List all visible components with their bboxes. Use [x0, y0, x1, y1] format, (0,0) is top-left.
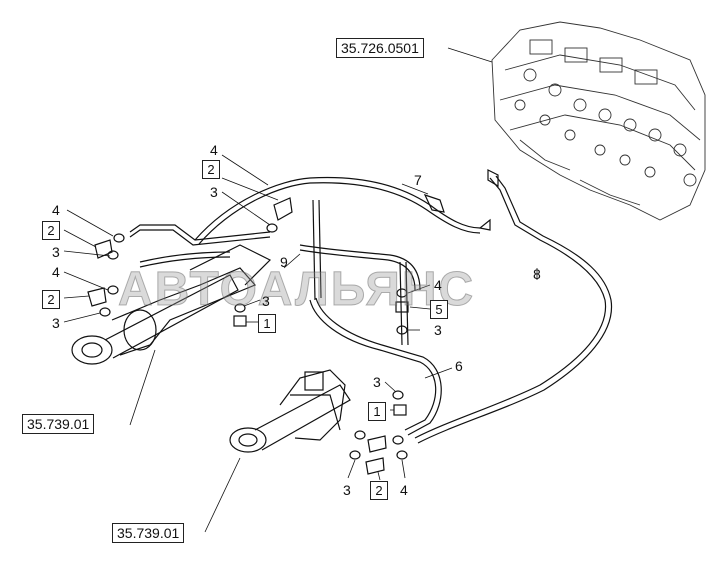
callout-box-2-bottom[interactable]: 2 — [370, 481, 388, 500]
callout-4-bottom: 4 — [400, 482, 408, 498]
valve-reference[interactable]: 35.726.0501 — [336, 38, 424, 58]
watermark: АВТОАЛЬЯНС — [117, 263, 476, 317]
callout-3-mid: 3 — [262, 293, 270, 309]
callout-box-2-top[interactable]: 2 — [202, 160, 220, 179]
callout-box-1-low[interactable]: 1 — [368, 402, 386, 421]
callout-9: 9 — [280, 254, 288, 270]
callout-3-left-2: 3 — [52, 315, 60, 331]
leader-lines — [63, 47, 538, 533]
callout-box-1-mid[interactable]: 1 — [258, 314, 276, 333]
callout-box-5[interactable]: 5 — [430, 300, 448, 319]
callout-3-left-1: 3 — [52, 244, 60, 260]
callout-7: 7 — [414, 172, 422, 188]
hose-left-lower — [139, 251, 231, 263]
fittings — [87, 169, 499, 475]
callout-3-low: 3 — [373, 374, 381, 390]
callout-3-right: 3 — [434, 322, 442, 338]
callout-6: 6 — [455, 358, 463, 374]
callout-4-top: 4 — [210, 142, 218, 158]
cylinder-lower — [229, 369, 351, 453]
hose-left-upper — [129, 224, 271, 241]
callout-box-2-left-1[interactable]: 2 — [42, 221, 60, 240]
hose-7 — [194, 176, 481, 241]
callout-4-right: 4 — [434, 277, 442, 293]
control-valve-block — [491, 21, 706, 221]
callout-8: 8 — [533, 266, 541, 282]
cylinder-upper — [71, 244, 272, 365]
hose-9 — [299, 244, 421, 291]
callout-3-top: 3 — [210, 184, 218, 200]
cylinder-reference-upper[interactable]: 35.739.01 — [22, 414, 95, 434]
cylinder-reference-lower[interactable]: 35.739.01 — [112, 523, 185, 543]
hose-6 — [309, 299, 437, 431]
callout-4-left-2: 4 — [52, 264, 60, 280]
callout-3-bottom: 3 — [343, 482, 351, 498]
callout-box-2-left-2[interactable]: 2 — [42, 290, 60, 309]
callout-4-left-1: 4 — [52, 202, 60, 218]
hose-8 — [414, 177, 607, 439]
